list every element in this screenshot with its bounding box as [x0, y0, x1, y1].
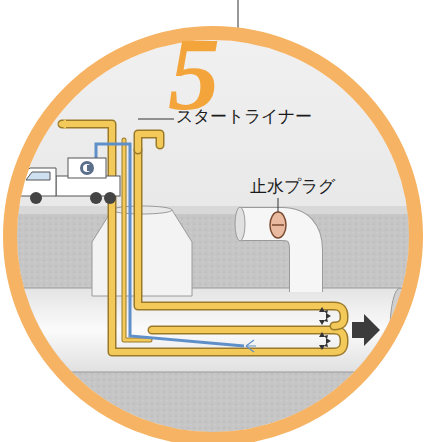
water-hose	[96, 144, 244, 346]
part-label: 止水プラグ	[250, 178, 335, 195]
stop-plug	[270, 212, 286, 238]
truck	[20, 158, 120, 204]
part-label: スタートライナー	[176, 108, 312, 125]
liner-tube	[62, 124, 344, 352]
flow-arrow	[352, 314, 380, 346]
leader-line	[278, 198, 279, 212]
expansion-arrows	[319, 307, 331, 350]
top-rule	[238, 0, 239, 30]
spray	[246, 340, 256, 352]
